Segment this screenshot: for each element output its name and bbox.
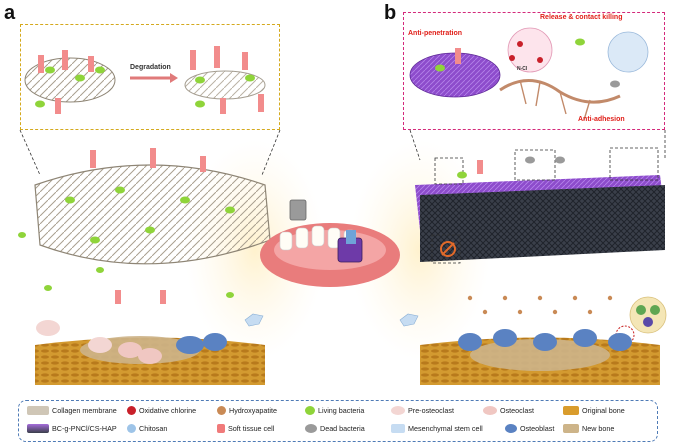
legend-item-oxidative-chlorine: Oxidative chlorine	[127, 406, 196, 415]
legend-item-collagen-membrane: Collagen membrane	[27, 406, 117, 415]
oxidative-chlorine-icon	[127, 406, 136, 415]
degradation-label: Degradation	[130, 64, 171, 71]
inset-a-nest-left	[24, 50, 116, 114]
bc-membrane-icon	[27, 424, 49, 433]
legend-label: Soft tissue cell	[228, 424, 275, 433]
release-killing-label: Release & contact killing	[540, 14, 623, 21]
living-bacteria-icon	[305, 406, 315, 415]
inset-b-content	[409, 27, 649, 121]
osteoblast-icon	[505, 424, 517, 433]
legend-label: Oxidative chlorine	[139, 406, 197, 415]
n-cl-label: N-Cl	[517, 66, 528, 72]
osteoclast-icon	[483, 406, 497, 415]
legend-item-new-bone: New bone	[563, 424, 614, 433]
panel-b-letter: b	[384, 2, 397, 24]
new-bone-icon	[563, 424, 579, 433]
hydroxyapatite-icon	[217, 406, 226, 415]
legend-label: Osteoclast	[500, 406, 534, 415]
soft-tissue-cell-icon	[217, 424, 225, 433]
legend-label: Mesenchymal stem cell	[408, 424, 483, 433]
legend-label: BC-g-PNCl/CS-HAP	[52, 424, 117, 433]
legend-item-chitosan: Chitosan	[127, 424, 167, 433]
legend-label: Dead bacteria	[320, 424, 365, 433]
anti-adhesion-label: Anti-adhesion	[578, 116, 625, 123]
legend-item-osteoclast: Osteoclast	[483, 406, 534, 415]
bc-membrane-block	[415, 147, 665, 264]
legend-item-soft-tissue-cell: Soft tissue cell	[217, 424, 274, 433]
panel-a-bone	[35, 313, 265, 385]
ion-bubbles	[615, 296, 667, 345]
legend-label: Chitosan	[139, 424, 168, 433]
legend-item-original-bone: Original bone	[563, 406, 625, 415]
legend-label: Living bacteria	[318, 406, 365, 415]
legend-label: Osteoblast	[520, 424, 555, 433]
legend-label: Hydroxyapatite	[229, 406, 277, 415]
dead-bacteria-icon	[305, 424, 317, 433]
pre-osteoclast-icon	[391, 406, 405, 415]
legend-item-hydroxyapatite: Hydroxyapatite	[217, 406, 277, 415]
panel-a-letter: a	[4, 2, 16, 24]
legend-label: New bone	[582, 424, 615, 433]
mesenchymal-stem-cell-icon	[391, 424, 405, 433]
collagen-membrane-icon	[27, 406, 49, 415]
panel-a-free-cells	[18, 232, 234, 304]
inset-a-nest-right	[184, 46, 266, 114]
legend-label: Pre-osteoclast	[408, 406, 454, 415]
legend-item-living-bacteria: Living bacteria	[305, 406, 364, 415]
legend-item-pre-osteoclast: Pre-osteoclast	[391, 406, 454, 415]
legend-item-osteoblast: Osteoblast	[505, 424, 554, 433]
anti-penetration-label: Anti-penetration	[408, 30, 463, 37]
panel-b-bone	[399, 313, 660, 385]
dental-jaw-illustration	[260, 199, 400, 287]
legend-item-dead-bacteria: Dead bacteria	[305, 424, 365, 433]
chitosan-icon	[127, 424, 136, 433]
panel-b-inset-box	[403, 12, 665, 130]
legend-box: Collagen membrane Oxidative chlorine Hyd…	[18, 400, 658, 442]
panel-a-inset-box	[20, 24, 280, 130]
legend-label: Collagen membrane	[52, 406, 117, 415]
original-bone-icon	[563, 406, 579, 415]
hydroxyapatite-particles	[467, 295, 613, 315]
legend-item-mesenchymal-stem-cell: Mesenchymal stem cell	[391, 424, 483, 433]
legend-label: Original bone	[582, 406, 625, 415]
legend-item-bc-membrane: BC-g-PNCl/CS-HAP	[27, 424, 117, 433]
